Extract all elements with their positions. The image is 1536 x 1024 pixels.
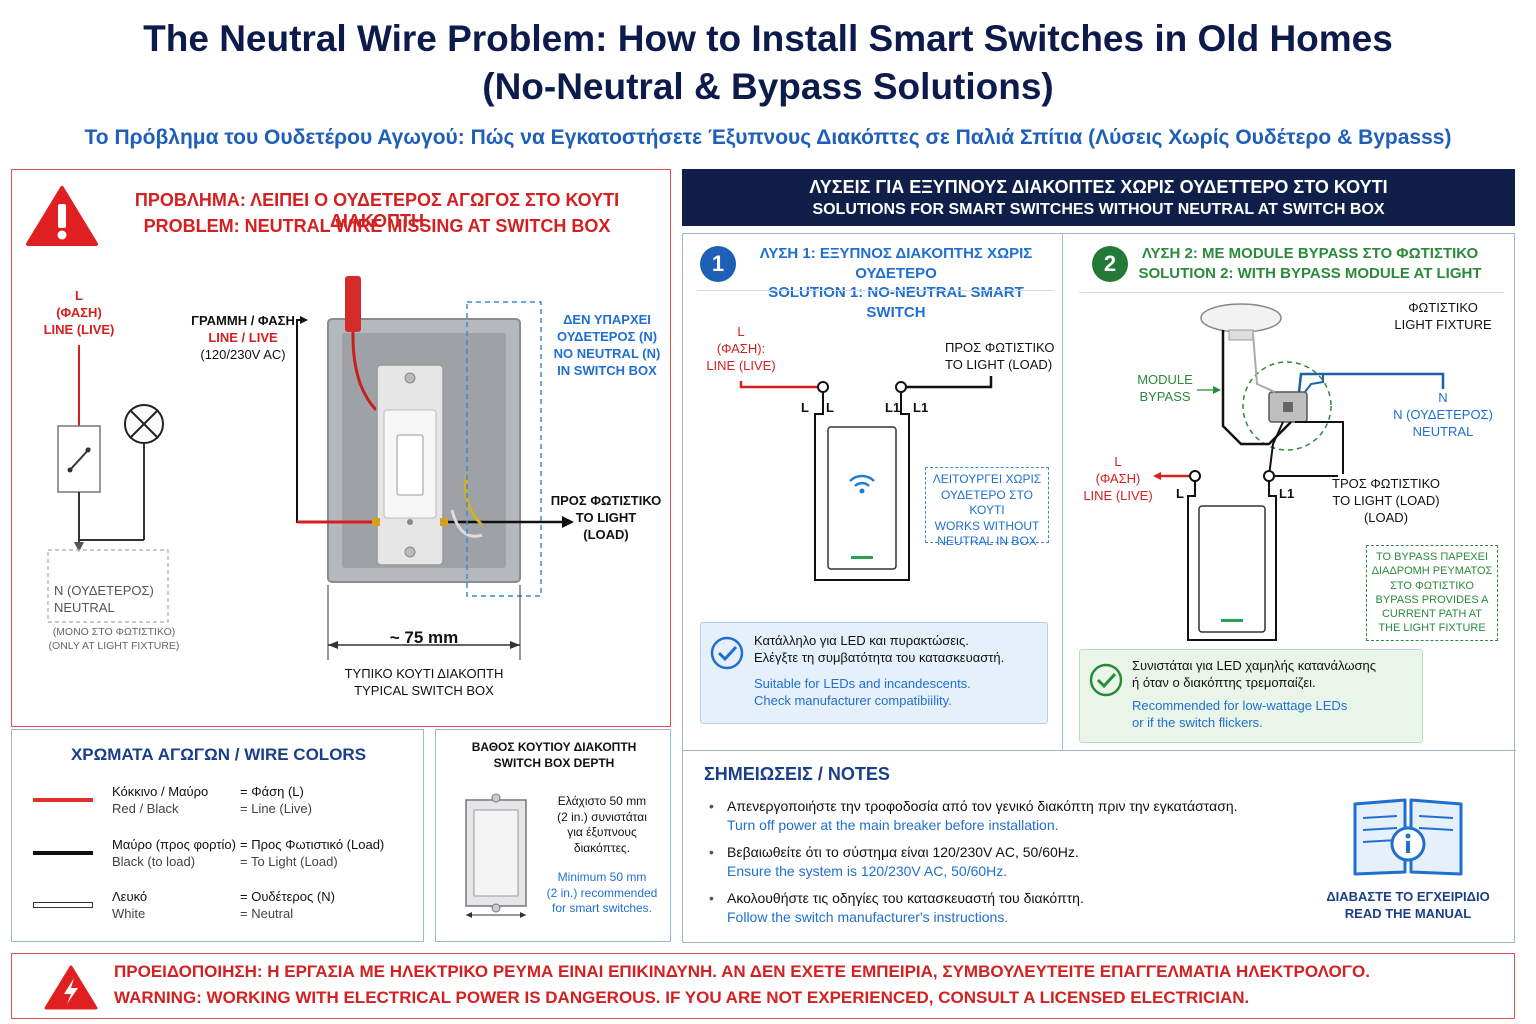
neutral-label: N (ΟΥΔΕΤΕΡΟΣ)NEUTRAL	[54, 583, 154, 615]
solutions-body: 1 ΛΥΣΗ 1: ΕΞΥΠΝΟΣ ΔΙΑΚΟΠΤΗΣ ΧΩΡΙΣ ΟΥΔΕΤΕ…	[682, 233, 1516, 943]
box-width-dimension: ~ 75 mm	[389, 628, 459, 647]
line-live-label: ΓΡΑΜΜΗ / ΦΑΣΗ LINE / LIVE (120/230V AC)	[191, 313, 295, 362]
note-item: • Απενεργοποιήστε την τροφοδοσία από τον…	[705, 798, 1305, 844]
note-item-gr: Βεβαιωθείτε ότι το σύστημα είναι 120/230…	[727, 844, 1079, 860]
wire-swatch-black	[33, 851, 93, 855]
solution2-line-label: L(ΦΑΣΗ)LINE (LIVE)	[1083, 454, 1153, 503]
solution1-diagram	[739, 376, 993, 581]
page-subtitle-greek: Το Πρόβλημα του Ουδετέρου Αγωγού: Πώς να…	[84, 126, 1452, 149]
note-item: • Βεβαιωθείτε ότι το σύστημα είναι 120/2…	[705, 844, 1305, 890]
note-item-en: Follow the switch manufacturer's instruc…	[727, 909, 1009, 925]
wifi-icon	[846, 472, 878, 503]
problem-panel: ΠΡΟΒΛΗΜΑ: ΛΕΙΠΕΙ Ο ΟΥΔΕΤΕΡΟΣ ΑΓΩΓΟΣ ΣΤΟ …	[11, 169, 671, 727]
wire-swatch-white	[33, 902, 93, 908]
solution1-terminal-l1: L1	[885, 400, 901, 415]
wire-desc-gr: = Προς Φωτιστικό (Load)	[240, 837, 385, 852]
solution1-note-gr: Κατάλληλο για LED και πυρακτώσεις.Ελέγξτ…	[754, 633, 1005, 665]
solution1-number-badge: 1	[700, 246, 736, 282]
wire-desc-gr: = Ουδέτερος (N)	[240, 889, 335, 904]
note-item-gr: Ακολουθήστε τις οδηγίες του κατασκευαστή…	[727, 890, 1084, 906]
check-circle-icon	[1089, 663, 1123, 697]
wire-name-en: Red / Black	[112, 800, 179, 816]
wire-name-gr: Μαύρο (προς φορτίο)	[112, 837, 236, 852]
neutral-note: (ΜΟΝΟ ΣΤΟ ΦΩΤΙΣΤΙΚΟ)(ONLY AT LIGHT FIXTU…	[48, 626, 180, 652]
page-title: The Neutral Wire Problem: How to Install…	[143, 18, 1393, 59]
warning-bar: ΠΡΟΕΙΔΟΠΟΙΗΣΗ: Η ΕΡΓΑΣΙΑ ΜΕ ΗΛΕΚΤΡΙΚΟ ΡΕ…	[11, 953, 1515, 1019]
wire-swatch-red	[33, 798, 93, 802]
solution1-terminal-l1-outer: L1	[913, 400, 929, 415]
warning-text-en: WARNING: WORKING WITH ELECTRICAL POWER I…	[114, 988, 1250, 1007]
solutions-header-en: SOLUTIONS FOR SMART SWITCHES WITHOUT NEU…	[812, 201, 1385, 218]
solution2-number-badge: 2	[1092, 246, 1128, 282]
solution1-title: ΛΥΣΗ 1: ΕΞΥΠΝΟΣ ΔΙΑΚΟΠΤΗΣ ΧΩΡΙΣ ΟΥΔΕΤΕΡΟ…	[759, 245, 1033, 321]
check-circle-icon	[710, 636, 744, 670]
solution2-terminal-l: L	[1176, 486, 1184, 501]
solution2-title-rule	[1079, 292, 1504, 293]
note-item-en: Turn off power at the main breaker befor…	[727, 817, 1059, 833]
electrical-hazard-icon	[44, 965, 98, 1010]
line-label: L(ΦΑΣΗ)LINE (LIVE)	[43, 288, 115, 337]
warning-text-gr: ΠΡΟΕΙΔΟΠΟΙΗΣΗ: Η ΕΡΓΑΣΙΑ ΜΕ ΗΛΕΚΤΡΙΚΟ ΡΕ…	[114, 962, 1370, 981]
problem-schematic	[47, 345, 169, 623]
note-item-en: Ensure the system is 120/230V AC, 50/60H…	[727, 863, 1008, 879]
wire-desc-en: = Line (Live)	[240, 800, 312, 816]
wire-desc-en: = To Light (Load)	[240, 853, 338, 869]
warning-triangle-icon	[26, 186, 98, 246]
solutions-header: ΛΥΣΕΙΣ ΓΙΑ ΕΞΥΠΝΟΥΣ ΔΙΑΚΟΠΤΕΣ ΧΩΡΙΣ ΟΥΔΕ…	[682, 169, 1515, 226]
box-depth-drawing	[465, 793, 527, 918]
note-item-gr: Απενεργοποιήστε την τροφοδοσία από τον γ…	[727, 798, 1238, 814]
solution1-note-en: Suitable for LEDs and incandescents.Chec…	[754, 676, 971, 708]
note-item: • Ακολουθήστε τις οδηγίες του κατασκευασ…	[705, 890, 1305, 936]
solution2-diagram	[1153, 303, 1445, 641]
solution1-terminal-l: L	[801, 400, 809, 415]
problem-title-en: PROBLEM: NEUTRAL WIRE MISSING AT SWITCH …	[143, 216, 611, 236]
page-title-sub: (No-Neutral & Bypass Solutions)	[482, 66, 1054, 107]
wire-colors-title: ΧΡΩΜΑΤΑ ΑΓΩΓΩΝ / WIRE COLORS	[70, 745, 367, 764]
manual-book-icon	[1353, 798, 1463, 876]
solution1-terminal-l-inner: L	[826, 400, 834, 415]
solution2-terminal-l1: L1	[1279, 486, 1295, 501]
solution1-title-rule	[697, 290, 1053, 291]
wire-row-1: Μαύρο (προς φορτίο)Black (to load) = Προ…	[12, 837, 425, 881]
problem-title-gr: ΠΡΟΒΛΗΜΑ: ΛΕΙΠΕΙ Ο ΟΥΔΕΤΕΡΟΣ ΑΓΩΓΟΣ ΣΤΟ …	[134, 190, 620, 231]
wire-name-gr: Κόκκινο / Μαύρο	[112, 784, 209, 799]
notes-title: ΣΗΜΕΙΩΣΕΙΣ / NOTES	[704, 764, 890, 784]
wire-name-gr: Λευκό	[112, 889, 148, 904]
solutions-header-gr: ΛΥΣΕΙΣ ΓΙΑ ΕΞΥΠΝΟΥΣ ΔΙΑΚΟΠΤΕΣ ΧΩΡΙΣ ΟΥΔΕ…	[809, 177, 1388, 197]
wire-name-en: White	[112, 905, 146, 921]
wire-desc-en: = Neutral	[240, 905, 294, 921]
wire-name-en: Black (to load)	[112, 853, 196, 869]
wire-desc-gr: = Φάση (L)	[240, 784, 304, 799]
solution1-line-label: L(ΦΑΣΗ):LINE (LIVE)	[706, 324, 776, 373]
solution1-note-box: Κατάλληλο για LED και πυρακτώσεις.Ελέγξτ…	[700, 622, 1048, 724]
solutions-divider	[1062, 234, 1063, 750]
switch-box-drawing	[296, 276, 574, 660]
notes-list: • Απενεργοποιήστε την τροφοδοσία από τον…	[705, 798, 1305, 936]
notes-divider	[683, 750, 1516, 751]
wire-colors-panel: ΧΡΩΜΑΤΑ ΑΓΩΓΩΝ / WIRE COLORS Κόκκινο / Μ…	[11, 729, 424, 942]
